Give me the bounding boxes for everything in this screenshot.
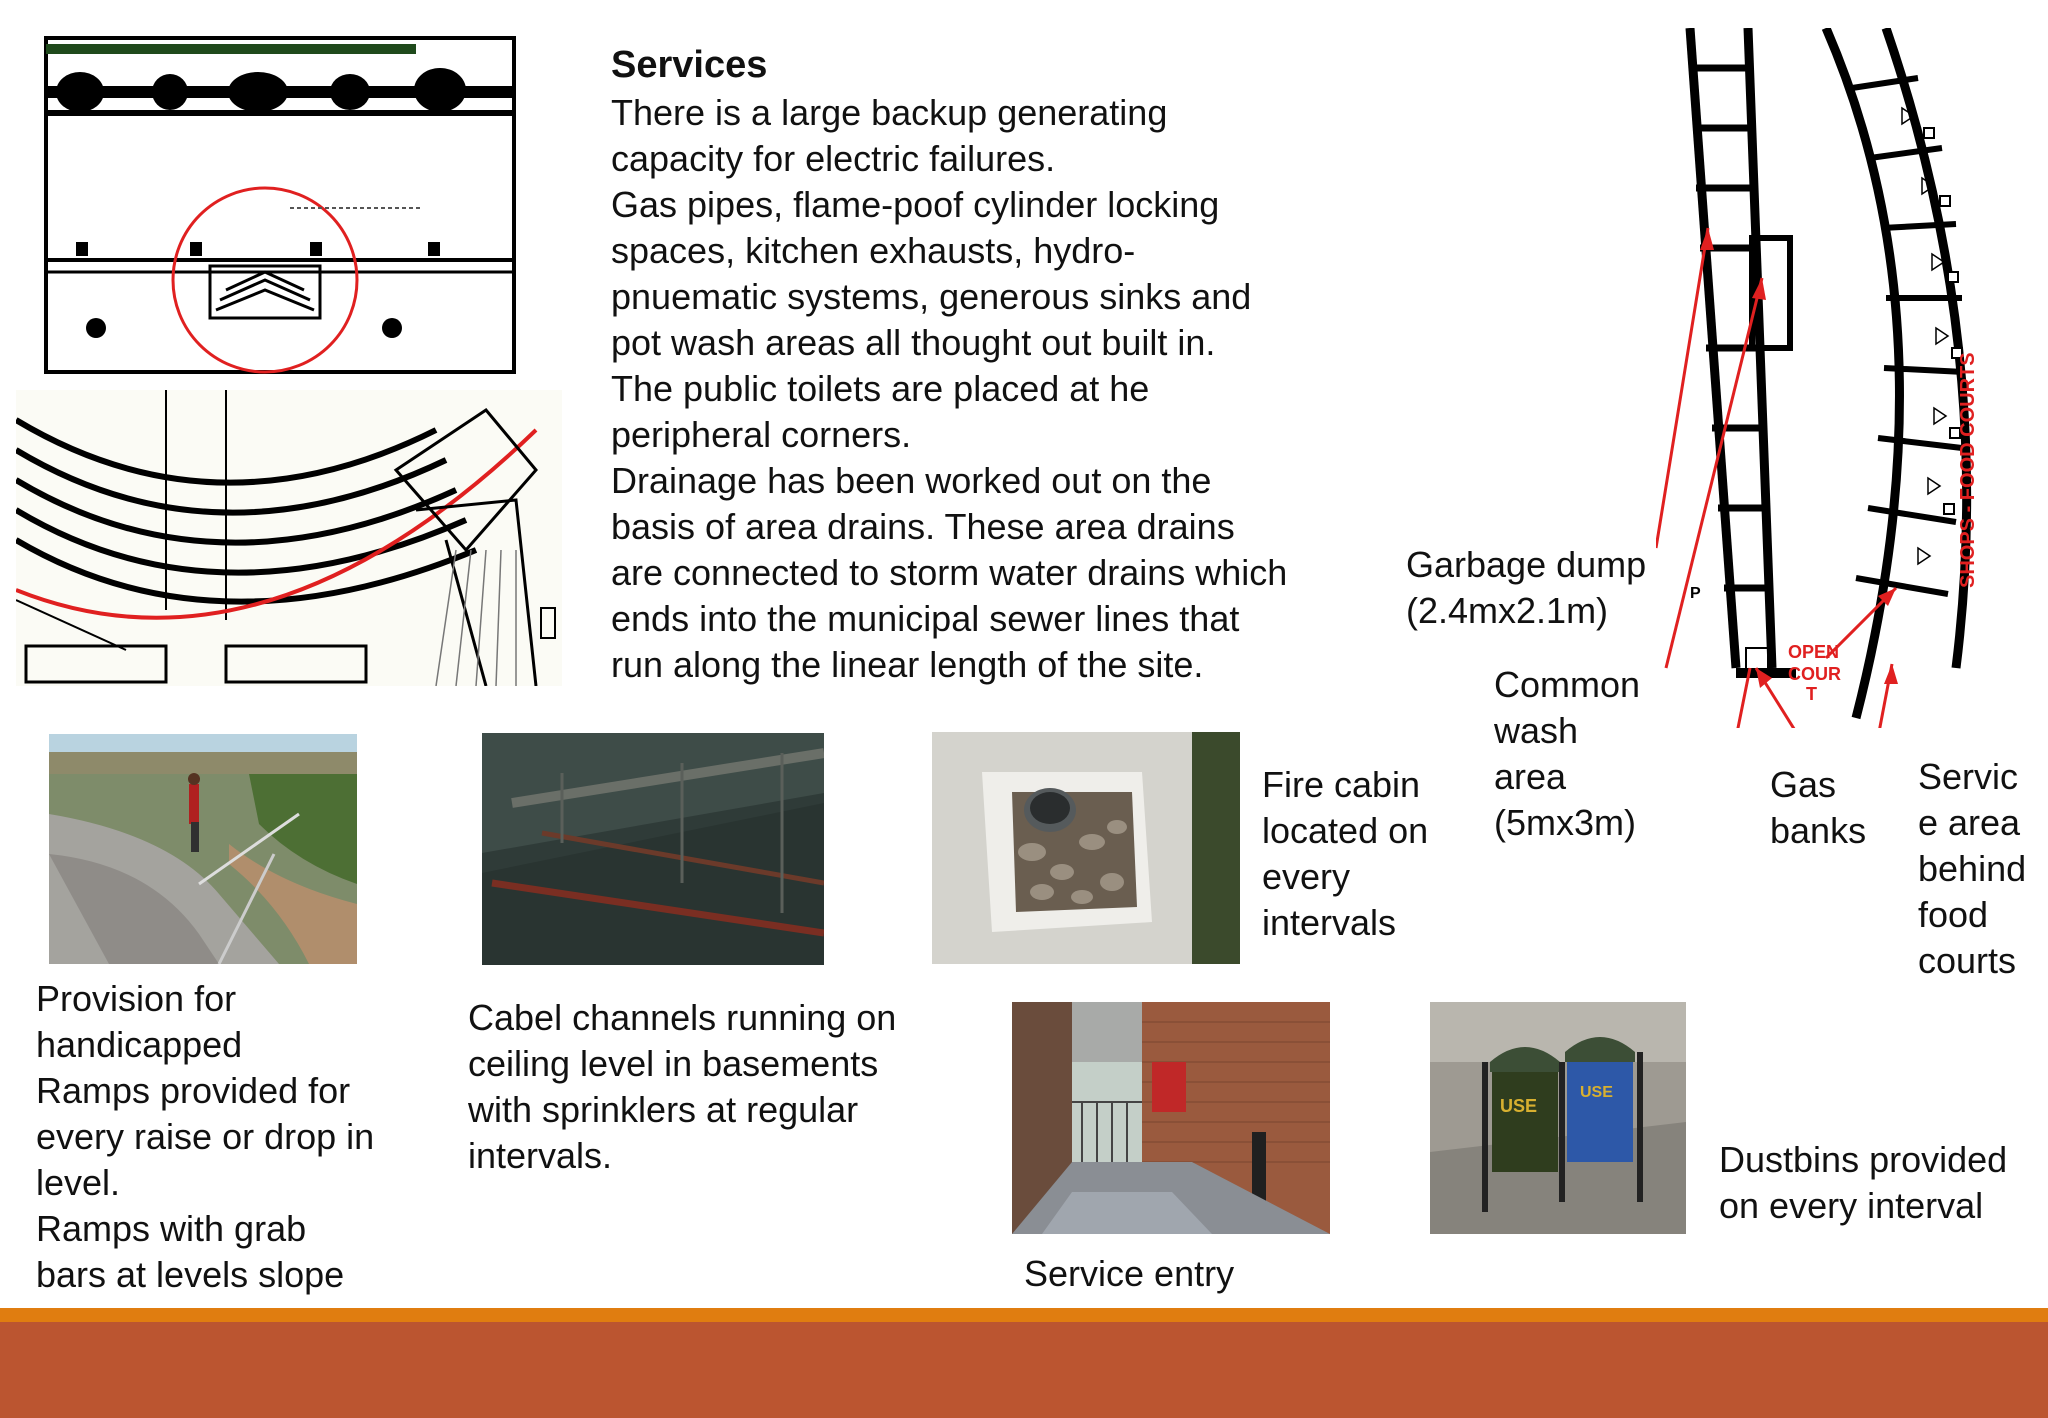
cable-channels-photo	[482, 733, 824, 965]
fire-cabin-photo	[932, 732, 1240, 964]
ramp-photo	[49, 734, 357, 964]
dustbins-caption: Dustbins provided on every interval	[1719, 1139, 2008, 1226]
site-plan-food-courts: SHOPS - FOOD COURTS OPEN COUR T P	[1656, 28, 1984, 728]
gas-banks-label: Gas banks	[1770, 764, 1867, 851]
common-wash-area-label: Common wash area (5mx3m)	[1494, 664, 1641, 843]
open-court-label-line-2: COUR	[1788, 664, 1841, 684]
cable-channels-caption: Cabel channels running on ceiling level …	[468, 997, 897, 1176]
shops-food-courts-label: SHOPS - FOOD COURTS	[1957, 352, 1979, 588]
fire-cabin-caption: Fire cabin located on every intervals	[1262, 764, 1429, 943]
services-title: Services	[611, 44, 768, 86]
garbage-dump-label: Garbage dump (2.4mx2.1m)	[1406, 544, 1647, 631]
service-area-label: Servic e area behind food courts	[1918, 756, 2027, 981]
footer-band	[0, 1308, 2048, 1418]
handicapped-caption: Provision for handicapped Ramps provided…	[36, 978, 375, 1295]
svg-text:USE: USE	[1500, 1096, 1537, 1116]
dustbins-photo: USE USE	[1430, 1002, 1686, 1234]
open-court-label: OPEN COUR T	[1788, 642, 1846, 704]
service-entry-caption: Service entry	[1024, 1253, 1235, 1294]
open-court-label-line-3: T	[1806, 684, 1817, 704]
curved-seating-plan	[16, 390, 562, 686]
svg-text:P: P	[1690, 585, 1701, 602]
service-entry-photo	[1012, 1002, 1330, 1234]
svg-text:USE: USE	[1580, 1084, 1613, 1101]
stage-elevation-drawing	[40, 30, 520, 382]
services-body: There is a large backup generating capac…	[611, 92, 1288, 685]
